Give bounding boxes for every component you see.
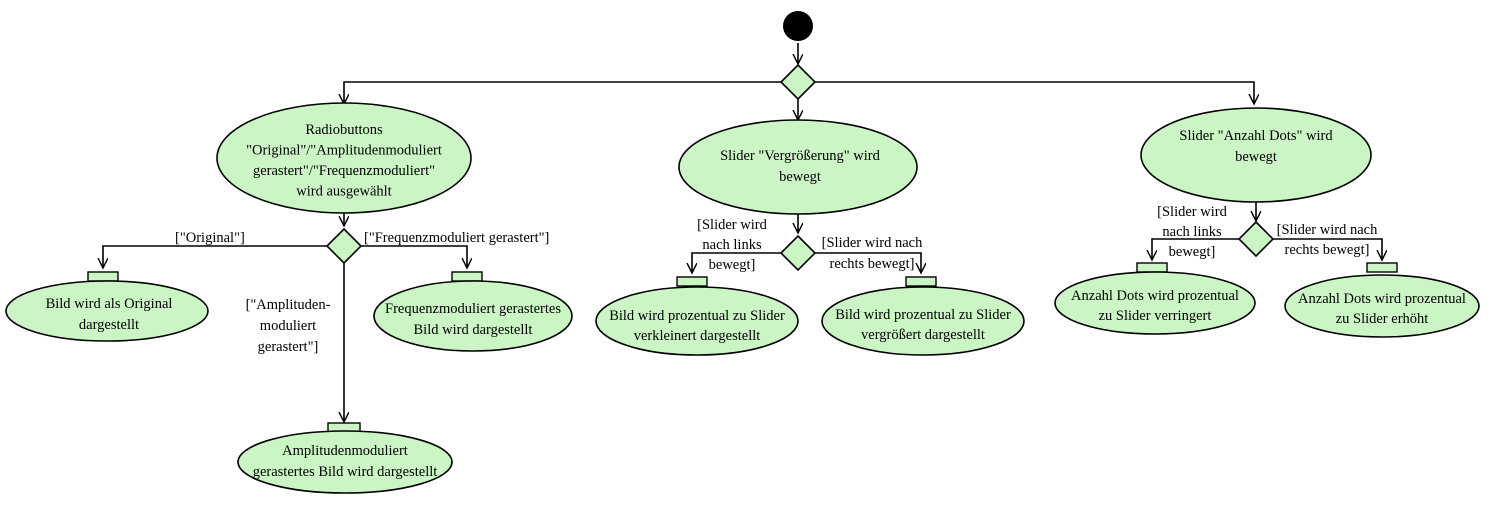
guard-amplitude: ["Amplituden-moduliert gerastert"] xyxy=(246,297,331,355)
activity-slider-zoom xyxy=(678,119,918,215)
label-zoom-in-line: Bild wird prozentual zu Slider xyxy=(835,307,1011,323)
label-amplitude-line: gerastertes Bild wird dargestellt xyxy=(253,464,438,480)
pin-frequency xyxy=(451,271,483,282)
label-dots-less-line: zu Slider verringert xyxy=(1099,308,1212,324)
label-dots-less: Anzahl Dots wird prozentual zu Slider ver… xyxy=(1071,288,1239,324)
flow-decision-to-zoom-out xyxy=(692,252,781,273)
label-radiobuttons-line: "Original"/"Amplitudenmoduliert xyxy=(246,143,442,159)
guard-dots-left-line: nach links xyxy=(1162,224,1222,240)
flow-decision-to-original xyxy=(103,245,327,268)
guard-original-line: ["Original"] xyxy=(175,230,245,246)
label-radiobuttons-line: wird ausgewählt xyxy=(296,184,391,200)
label-slider-zoom-line: Slider "Vergrößerung" wird xyxy=(720,148,881,164)
guard-zoom-left-line: nach links xyxy=(702,237,762,253)
label-dots-more: Anzahl Dots wird prozentual zu Slider erh… xyxy=(1298,291,1466,327)
activity-radiobuttons xyxy=(216,102,472,214)
guard-amplitude-line: moduliert xyxy=(260,318,316,334)
label-frequency-line: Frequenzmoduliert gerastertes xyxy=(385,301,561,317)
activity-original xyxy=(5,280,209,342)
guard-zoom-left-line: [Slider wird xyxy=(697,217,767,233)
label-original: Bild wird als Original dargestellt xyxy=(46,296,173,333)
guard-dots-right: [Slider wird nach rechts bewegt] xyxy=(1277,222,1378,258)
label-radiobuttons-line: gerastert"/"Frequenzmoduliert" xyxy=(253,163,435,179)
label-zoom-in: Bild wird prozentual zu Slider vergrößert… xyxy=(835,307,1011,343)
decision-diamond-zoom xyxy=(779,234,817,272)
label-slider-dots-line: bewegt xyxy=(1235,149,1277,165)
guard-dots-left-line: [Slider wird xyxy=(1157,204,1227,220)
activity-dots-less xyxy=(1054,271,1256,335)
guard-amplitude-line: gerastert"] xyxy=(258,339,319,355)
flow-fork-to-radiobuttons xyxy=(344,81,782,104)
label-radiobuttons-line: Radiobuttons xyxy=(305,122,383,138)
guard-original: ["Original"] xyxy=(175,230,245,246)
guard-dots-right-line: [Slider wird nach xyxy=(1277,222,1378,238)
pin-zoom-in xyxy=(905,276,937,287)
activity-nodes xyxy=(5,102,1480,494)
label-amplitude: Amplitudenmoduliert gerastertes Bild wird… xyxy=(253,443,438,480)
start-node xyxy=(783,11,813,41)
guard-zoom-right-line: [Slider wird nach xyxy=(822,235,923,251)
flow-decision-to-dots-less xyxy=(1152,238,1239,260)
guard-labels: ["Original"] ["Frequenzmoduliert geraste… xyxy=(175,204,1378,355)
label-slider-dots-line: Slider "Anzahl Dots" wird xyxy=(1179,128,1333,144)
label-zoom-out-line: verkleinert dargestellt xyxy=(634,328,761,344)
label-zoom-out-line: Bild wird prozentual zu Slider xyxy=(609,308,785,324)
flow-decision-to-dots-more xyxy=(1273,238,1382,260)
label-frequency-line: Bild wird dargestellt xyxy=(414,322,533,338)
activity-labels: Radiobuttons "Original"/"Amplitudenmoduli… xyxy=(46,122,1466,480)
guard-zoom-right: [Slider wird nach rechts bewegt] xyxy=(822,235,923,272)
label-amplitude-line: Amplitudenmoduliert xyxy=(282,443,408,459)
flow-decision-to-zoom-in xyxy=(815,252,921,273)
label-slider-zoom-line: bewegt xyxy=(779,169,821,185)
activity-zoom-out xyxy=(595,286,799,356)
decision-diamond-dots xyxy=(1237,220,1275,258)
label-dots-less-line: Anzahl Dots wird prozentual xyxy=(1071,288,1239,304)
guard-amplitude-line: ["Amplituden- xyxy=(246,297,331,313)
flow-decision-to-frequency xyxy=(361,245,467,268)
decision-nodes xyxy=(325,63,1275,272)
guard-zoom-left: [Slider wird nach links bewegt] xyxy=(697,217,767,273)
label-slider-dots: Slider "Anzahl Dots" wird bewegt xyxy=(1179,128,1333,165)
activity-zoom-in xyxy=(821,286,1025,356)
pin-dots-less xyxy=(1136,262,1168,273)
pin-zoom-out xyxy=(676,276,708,287)
activity-dots-more xyxy=(1284,274,1480,338)
pin-dots-more xyxy=(1366,262,1398,273)
guard-frequency: ["Frequenzmoduliert gerastert"] xyxy=(364,230,549,246)
pin-original xyxy=(87,271,119,282)
activity-slider-dots xyxy=(1140,107,1372,203)
activity-frequency xyxy=(373,280,573,352)
guard-zoom-right-line: rechts bewegt] xyxy=(830,256,915,272)
label-dots-more-line: Anzahl Dots wird prozentual xyxy=(1298,291,1466,307)
label-dots-more-line: zu Slider erhöht xyxy=(1336,311,1429,327)
guard-dots-left: [Slider wird nach links bewegt] xyxy=(1157,204,1227,260)
guard-dots-right-line: rechts bewegt] xyxy=(1285,242,1370,258)
guard-frequency-line: ["Frequenzmoduliert gerastert"] xyxy=(364,230,549,246)
label-zoom-out: Bild wird prozentual zu Slider verkleiner… xyxy=(609,308,785,344)
label-slider-zoom: Slider "Vergrößerung" wird bewegt xyxy=(720,148,881,185)
label-radiobuttons: Radiobuttons "Original"/"Amplitudenmoduli… xyxy=(246,122,442,200)
label-original-line: Bild wird als Original xyxy=(46,296,173,312)
input-pins xyxy=(87,262,1398,433)
activity-amplitude xyxy=(237,430,453,494)
fork-diamond xyxy=(779,63,817,101)
label-original-line: dargestellt xyxy=(79,317,139,333)
flow-fork-to-slider-dots xyxy=(814,81,1254,104)
guard-dots-left-line: bewegt] xyxy=(1169,244,1216,260)
label-zoom-in-line: vergrößert dargestellt xyxy=(861,327,985,343)
decision-diamond-mode xyxy=(325,227,363,265)
control-flows xyxy=(103,43,1382,422)
guard-zoom-left-line: bewegt] xyxy=(709,257,756,273)
